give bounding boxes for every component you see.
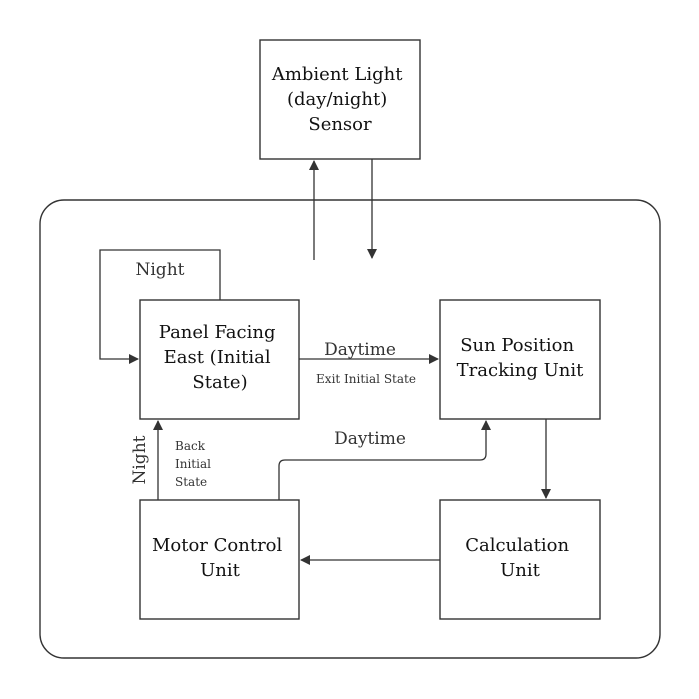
panel-facing-east-line-3: State) xyxy=(192,372,247,393)
ambient-light-sensor-label: Ambient Light (day/night) Sensor xyxy=(271,64,408,135)
panel-facing-east-line-2: East (Initial xyxy=(164,347,271,368)
calculation-unit-box: Calculation Unit xyxy=(439,499,601,620)
panel-facing-east-label: Panel Facing East (Initial State) xyxy=(159,322,281,393)
calculation-unit-line-1: Calculation xyxy=(465,535,569,556)
sun-position-tracking-box: Sun Position Tracking Unit xyxy=(439,299,601,420)
night-left-label: Night xyxy=(130,435,150,484)
back-initial-state-line-2: Initial xyxy=(175,457,211,471)
calculation-unit-label: Calculation Unit xyxy=(465,535,575,581)
sun-position-tracking-line-1: Sun Position xyxy=(460,335,574,356)
motor-control-unit-label: Motor Control Unit xyxy=(152,535,288,581)
motor-control-unit-box: Motor Control Unit xyxy=(139,499,300,620)
motor-control-unit-line-2: Unit xyxy=(200,560,241,581)
daytime-bottom-label: Daytime xyxy=(334,429,406,449)
back-initial-state-line-3: State xyxy=(175,475,207,489)
back-initial-state-label: Back Initial State xyxy=(175,439,215,489)
ambient-light-sensor-line-1: Ambient Light xyxy=(271,64,403,85)
back-initial-state-line-1: Back xyxy=(175,439,206,453)
sun-position-tracking-label: Sun Position Tracking Unit xyxy=(457,335,584,381)
ambient-light-sensor-line-2: (day/night) xyxy=(287,89,387,110)
panel-facing-east-box: Panel Facing East (Initial State) xyxy=(139,299,300,420)
ambient-light-sensor-line-3: Sensor xyxy=(308,114,372,135)
sun-position-tracking-line-2: Tracking Unit xyxy=(457,360,584,381)
ambient-light-sensor-box: Ambient Light (day/night) Sensor xyxy=(259,39,421,160)
night-loop-label: Night xyxy=(136,260,185,280)
system-boundary xyxy=(39,199,661,659)
calculation-unit-line-2: Unit xyxy=(500,560,541,581)
night-loop-arrow xyxy=(99,249,221,364)
exit-initial-state-label: Exit Initial State xyxy=(316,372,416,386)
daytime-arrow-motor-to-tracking xyxy=(278,420,491,500)
panel-facing-east-line-1: Panel Facing xyxy=(159,322,276,343)
daytime-top-label: Daytime xyxy=(324,340,396,360)
motor-control-unit-line-1: Motor Control xyxy=(152,535,283,556)
